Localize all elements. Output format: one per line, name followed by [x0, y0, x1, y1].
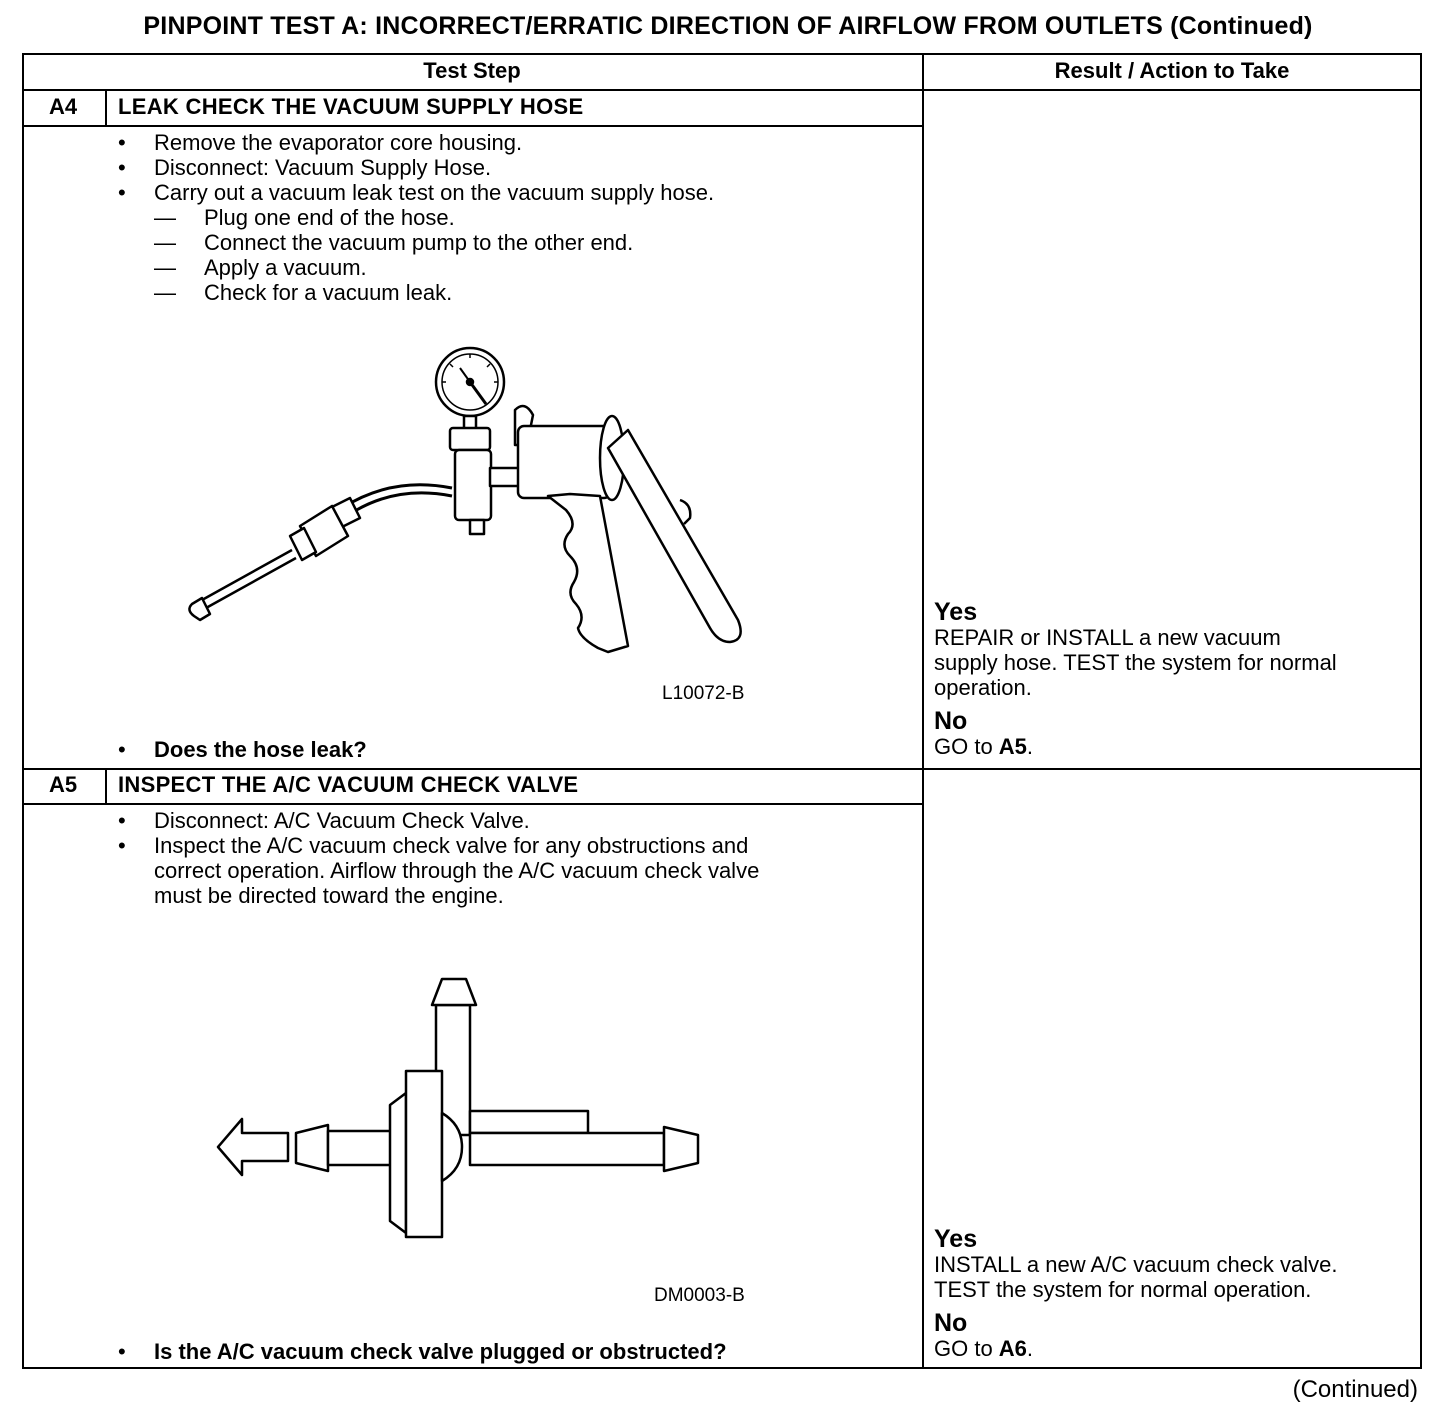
- a4-no-label: No: [934, 707, 968, 735]
- list-item: •Inspect the A/C vacuum check valve for …: [118, 833, 749, 858]
- a4-yes-line: REPAIR or INSTALL a new vacuum: [934, 625, 1281, 650]
- a5-yes-label: Yes: [934, 1225, 978, 1253]
- a5-no-action: GO to A6.: [934, 1336, 1034, 1361]
- a5-no-label: No: [934, 1309, 968, 1337]
- figure-id-a4: L10072-B: [662, 683, 745, 704]
- list-item: •Carry out a vacuum leak test on the vac…: [118, 180, 715, 205]
- a5-yes-line: INSTALL a new A/C vacuum check valve.: [934, 1252, 1338, 1277]
- figure-id-a5: DM0003-B: [654, 1285, 745, 1306]
- a4-id-divider: [105, 91, 107, 126]
- list-item-continued: correct operation. Airflow through the A…: [154, 858, 760, 883]
- a5-yes-line: TEST the system for normal operation.: [934, 1277, 1312, 1302]
- pinpoint-test-table: [22, 53, 1422, 1369]
- a4-yes-label: Yes: [934, 598, 978, 626]
- vacuum-pump-illustration: [188, 346, 742, 654]
- page-title: PINPOINT TEST A: INCORRECT/ERRATIC DIREC…: [143, 12, 1313, 40]
- step-divider: [24, 768, 1420, 770]
- step-id-a4: A4: [48, 94, 78, 119]
- step-title-a4: LEAK CHECK THE VACUUM SUPPLY HOSE: [118, 94, 584, 119]
- sub-list-item: —Connect the vacuum pump to the other en…: [154, 230, 634, 255]
- a4-result: Yes REPAIR or INSTALL a new vacuum suppl…: [934, 599, 1414, 759]
- list-item-continued: must be directed toward the engine.: [154, 883, 504, 908]
- list-item: •Remove the evaporator core housing.: [118, 130, 523, 155]
- a4-question: •Does the hose leak?: [118, 737, 367, 762]
- a5-id-divider: [105, 770, 107, 804]
- a5-title-divider: [24, 803, 922, 805]
- a4-yes-line: operation.: [934, 675, 1032, 700]
- a4-yes-line: supply hose. TEST the system for normal: [934, 650, 1337, 675]
- check-valve-illustration: [216, 977, 700, 1239]
- step-id-a5: A5: [48, 772, 78, 797]
- a4-title-divider: [24, 125, 922, 127]
- header-divider: [24, 89, 1420, 91]
- a4-instructions: •Remove the evaporator core housing. •Di…: [118, 130, 908, 305]
- sub-list-item: —Check for a vacuum leak.: [154, 280, 453, 305]
- sub-list-item: —Apply a vacuum.: [154, 255, 367, 280]
- a5-result: Yes INSTALL a new A/C vacuum check valve…: [934, 1226, 1414, 1361]
- header-result-action: Result / Action to Take: [1054, 58, 1290, 83]
- list-item: •Disconnect: A/C Vacuum Check Valve.: [118, 808, 530, 833]
- column-divider: [922, 55, 924, 1367]
- header-test-step: Test Step: [423, 58, 521, 83]
- step-title-a5: INSPECT THE A/C VACUUM CHECK VALVE: [118, 772, 579, 797]
- continued-footer: (Continued): [1292, 1376, 1418, 1403]
- a5-question: •Is the A/C vacuum check valve plugged o…: [118, 1339, 727, 1364]
- list-item: •Disconnect: Vacuum Supply Hose.: [118, 155, 492, 180]
- a5-instructions: •Disconnect: A/C Vacuum Check Valve. •In…: [118, 808, 908, 908]
- a4-no-action: GO to A5.: [934, 734, 1034, 759]
- sub-list-item: —Plug one end of the hose.: [154, 205, 455, 230]
